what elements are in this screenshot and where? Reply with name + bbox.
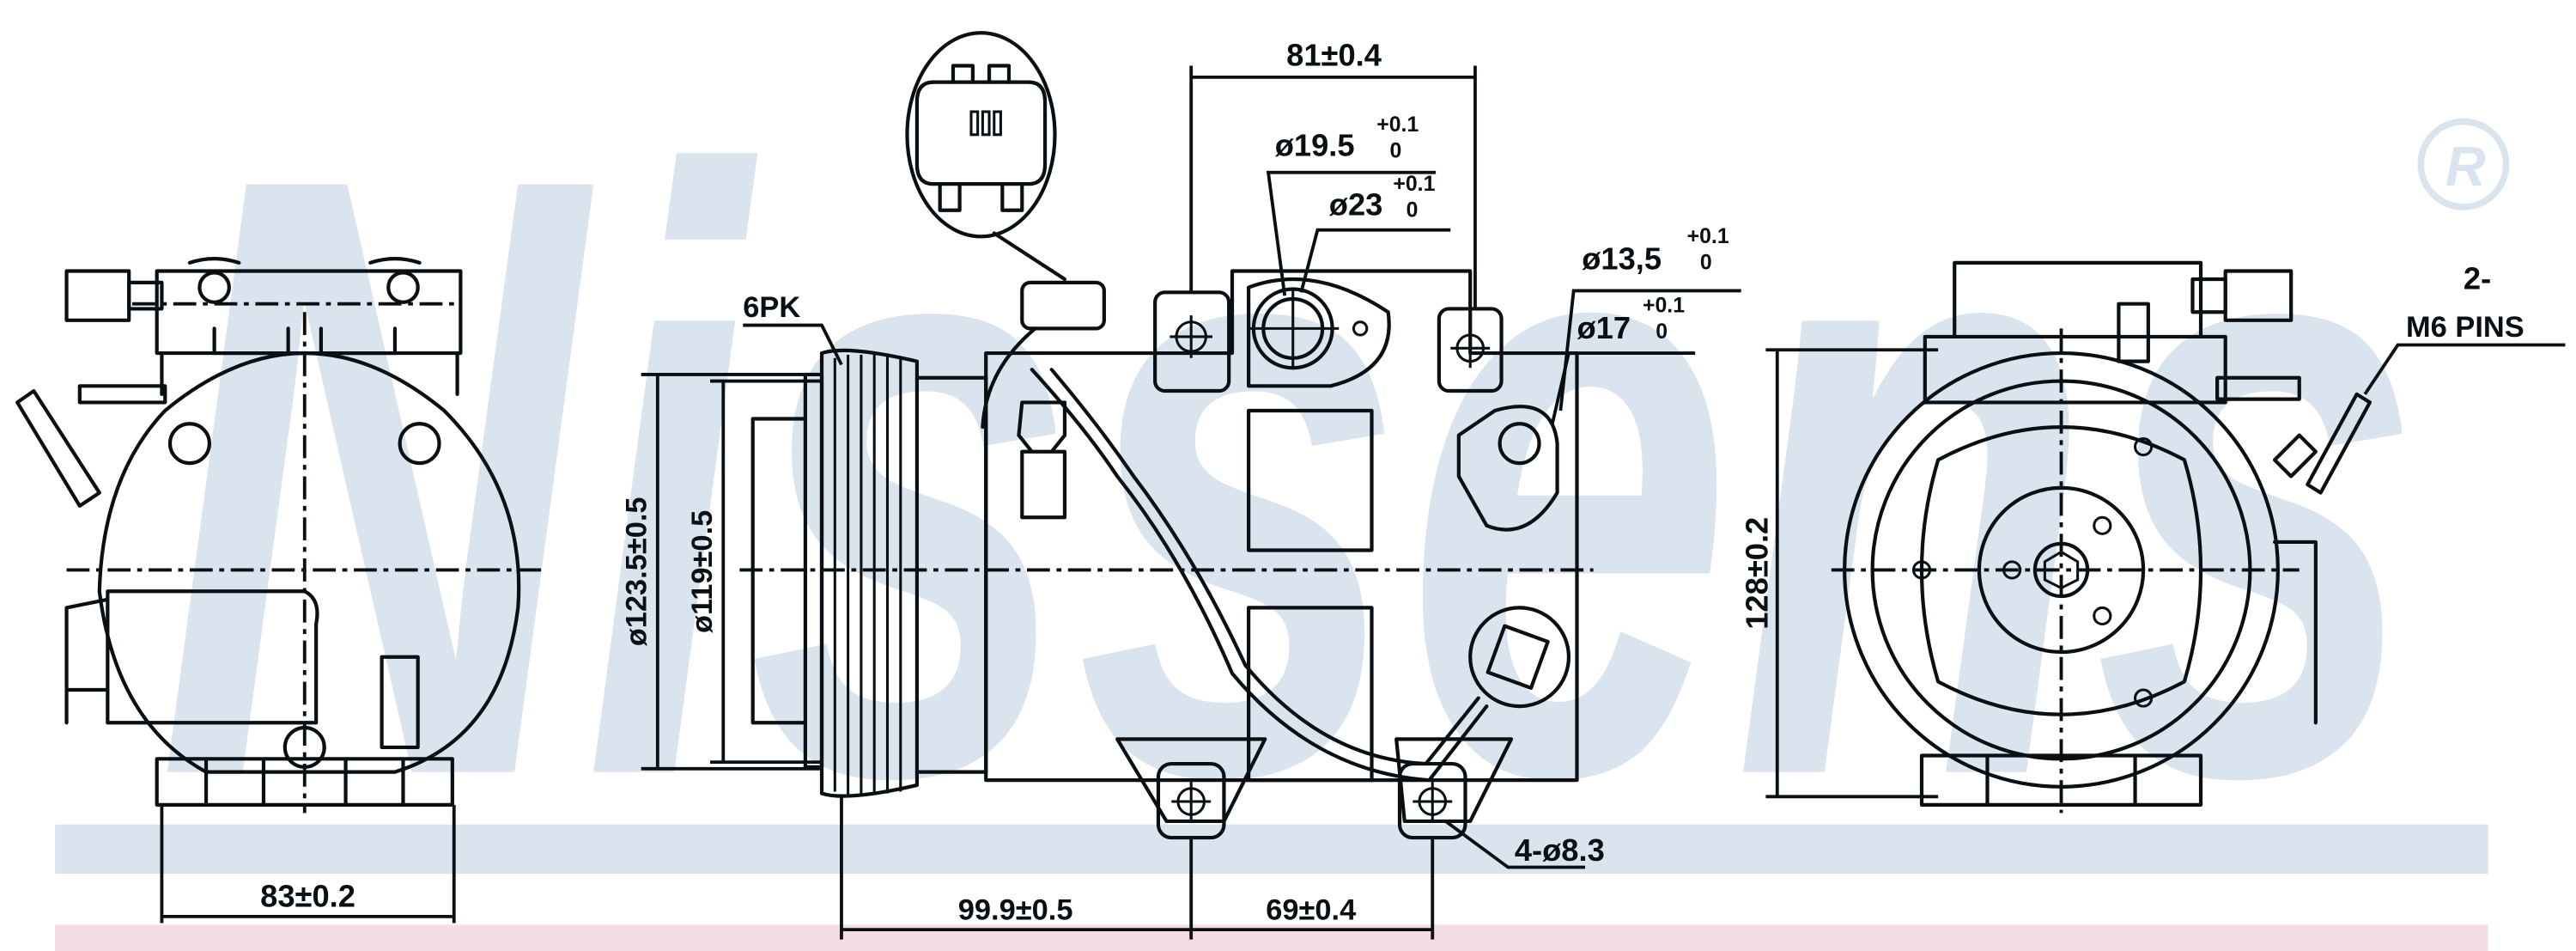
svg-text:+0.1: +0.1 bbox=[1376, 113, 1419, 137]
dim-pulley-offset: 99.9±0.5 bbox=[958, 894, 1073, 927]
svg-text:0: 0 bbox=[1656, 320, 1668, 344]
svg-text:0: 0 bbox=[1700, 252, 1712, 275]
dim-mount-holes: 4-ø8.3 bbox=[1515, 832, 1605, 868]
svg-text:+0.1: +0.1 bbox=[1687, 225, 1729, 248]
svg-text:+0.1: +0.1 bbox=[1643, 294, 1685, 317]
front-view: ø123.5±0.5 ø119±0.5 6PK 81±0.4 ø19.5 +0.… bbox=[620, 31, 1741, 940]
svg-text:0: 0 bbox=[1390, 140, 1402, 163]
dim-pulley-inner: ø119±0.5 bbox=[686, 510, 719, 633]
dim-port-large-b: ø23 +0.1 0 bbox=[1299, 173, 1451, 293]
registered-mark: R bbox=[2445, 135, 2486, 198]
watermark-logo: Nissens bbox=[157, 0, 2422, 951]
watermark: Nissens R bbox=[55, 0, 2510, 951]
svg-text:0: 0 bbox=[1406, 198, 1419, 222]
dim-top-width: 81±0.4 bbox=[1286, 37, 1382, 72]
svg-text:+0.1: +0.1 bbox=[1393, 173, 1435, 196]
pins-count: 2- bbox=[2464, 260, 2491, 296]
svg-text:ø23: ø23 bbox=[1329, 186, 1383, 222]
registered-mark-circle bbox=[2417, 118, 2510, 210]
band-blue bbox=[55, 824, 2488, 875]
dim-port-large-a: ø19.5 +0.1 0 bbox=[1266, 113, 1437, 296]
dim-mount-spacing: 69±0.4 bbox=[1266, 894, 1356, 927]
dim-port-small-b: ø17 +0.1 0 bbox=[1550, 294, 1696, 424]
svg-text:ø17: ø17 bbox=[1577, 310, 1631, 345]
dim-side-width: 83±0.2 bbox=[260, 878, 355, 913]
belt-type-label: 6PK bbox=[743, 291, 800, 324]
rear-view: 128±0.2 2- M6 PINS bbox=[1739, 260, 2566, 814]
svg-text:ø13,5: ø13,5 bbox=[1582, 241, 1662, 277]
left-view: 83±0.2 bbox=[15, 257, 543, 924]
pins-label: M6 PINS bbox=[2406, 311, 2524, 344]
dim-pulley-outer: ø123.5±0.5 bbox=[620, 497, 653, 646]
dim-height: 128±0.2 bbox=[1739, 517, 1774, 630]
svg-text:ø19.5: ø19.5 bbox=[1275, 128, 1355, 163]
dim-port-small-a: ø13,5 +0.1 0 bbox=[1558, 225, 1741, 411]
